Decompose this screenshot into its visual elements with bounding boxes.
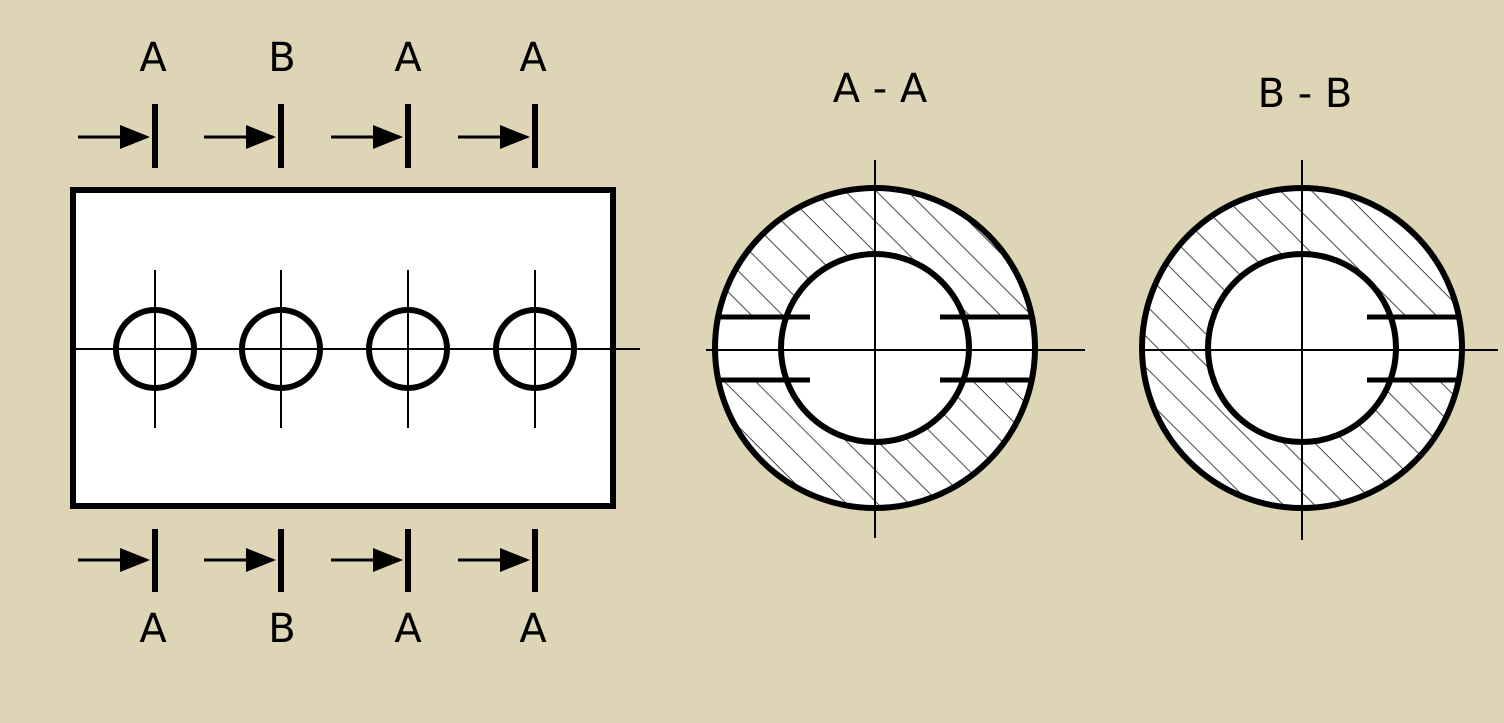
section-arrow-icon — [204, 104, 284, 168]
bottom-label-4: A — [519, 606, 547, 652]
section-arrow-icon — [78, 529, 158, 592]
bottom-cutting-planes: A B A A — [78, 529, 547, 652]
section-bb-view: B - B — [1139, 71, 1498, 540]
section-arrow-icon — [458, 104, 538, 168]
section-arrow-icon — [331, 529, 411, 592]
hole-3 — [366, 270, 450, 428]
section-aa-slot-left — [715, 317, 810, 380]
bottom-label-2: B — [268, 606, 295, 652]
section-aa-view: A - A — [706, 66, 1085, 538]
top-label-3: A — [394, 35, 422, 81]
hole-4 — [493, 270, 577, 428]
section-aa-title: A - A — [833, 66, 928, 112]
center-mark-icon — [1140, 160, 1498, 540]
section-bb-slot-right — [1367, 317, 1462, 380]
section-arrow-icon — [78, 104, 158, 168]
bottom-label-3: A — [394, 606, 422, 652]
top-label-1: A — [139, 35, 167, 81]
top-label-4: A — [519, 35, 547, 81]
top-cutting-planes: A B A A — [78, 35, 547, 168]
section-bb-title: B - B — [1258, 71, 1353, 117]
section-aa-slot-right — [940, 317, 1035, 380]
hole-1 — [113, 270, 197, 428]
section-arrow-icon — [204, 529, 284, 592]
section-arrow-icon — [331, 104, 411, 168]
top-label-2: B — [268, 35, 295, 81]
section-arrow-icon — [458, 529, 538, 592]
center-mark-icon — [706, 160, 1085, 538]
hole-2 — [239, 270, 323, 428]
bottom-label-1: A — [139, 606, 167, 652]
front-view: A B A A — [70, 35, 640, 652]
